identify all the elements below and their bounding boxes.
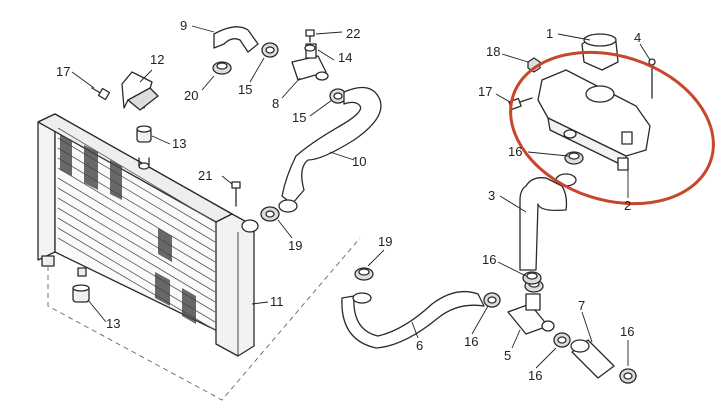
hose-9 xyxy=(213,26,259,53)
clamp-16-far-right xyxy=(619,368,637,384)
bracket-12 xyxy=(121,71,159,111)
callout-2: 2 xyxy=(624,198,631,213)
callout-10: 10 xyxy=(352,154,366,169)
callout-17-left: 17 xyxy=(56,64,70,79)
leader-lines xyxy=(71,25,651,369)
callout-11: 11 xyxy=(270,294,284,309)
grommet-2 xyxy=(617,157,629,171)
bolt-21 xyxy=(231,181,241,207)
clamp-16-vertical xyxy=(522,271,542,285)
nut-18 xyxy=(527,57,541,73)
clamp-19-left xyxy=(260,206,280,222)
callout-labels: 1 2 3 4 5 6 7 8 9 10 11 12 13 13 14 15 1… xyxy=(56,18,641,383)
callout-20: 20 xyxy=(184,88,198,103)
callout-9: 9 xyxy=(180,18,187,33)
washer-14 xyxy=(304,44,316,52)
callout-22: 22 xyxy=(346,26,360,41)
callout-19-left: 19 xyxy=(288,238,302,253)
clamp-16-lower-left xyxy=(483,292,501,308)
hose-6 xyxy=(341,290,485,349)
callout-15-top: 15 xyxy=(238,82,252,97)
callout-13-bottom: 13 xyxy=(106,316,120,331)
callout-8: 8 xyxy=(272,96,279,111)
radiator xyxy=(37,113,259,357)
tee-fitting-5 xyxy=(507,293,555,335)
callout-16-far-right: 16 xyxy=(620,324,634,339)
clamp-15-mid xyxy=(329,88,347,104)
callout-15-mid: 15 xyxy=(292,110,306,125)
clamp-16-reservoir xyxy=(564,151,584,165)
hose-10 xyxy=(278,86,382,213)
radiator-core-shading xyxy=(60,135,196,324)
callout-7: 7 xyxy=(578,298,585,313)
assembly-dashed-line xyxy=(47,237,361,401)
callout-16-vertical: 16 xyxy=(482,252,496,267)
callout-13-top: 13 xyxy=(172,136,186,151)
callout-14: 14 xyxy=(338,50,352,65)
bolt-17-left xyxy=(91,87,111,101)
callout-5: 5 xyxy=(504,348,511,363)
callout-3: 3 xyxy=(488,188,495,203)
hose-7 xyxy=(570,339,615,379)
clamp-19-right xyxy=(354,267,374,281)
callout-19-right: 19 xyxy=(378,234,392,249)
callout-1: 1 xyxy=(546,26,553,41)
callout-21: 21 xyxy=(198,168,212,183)
callout-12: 12 xyxy=(150,52,164,67)
screw-22 xyxy=(305,29,315,43)
callout-17-right: 17 xyxy=(478,84,492,99)
grommet-13-bottom xyxy=(72,284,90,303)
callout-18: 18 xyxy=(486,44,500,59)
grommet-13-top xyxy=(136,125,152,170)
reservoir-tank xyxy=(537,69,651,169)
callout-4: 4 xyxy=(634,30,641,45)
callout-16-lower-left: 16 xyxy=(464,334,478,349)
callout-6: 6 xyxy=(416,338,423,353)
clamp-20 xyxy=(212,61,232,75)
callout-16-lower-right: 16 xyxy=(528,368,542,383)
callout-16-reservoir: 16 xyxy=(508,144,522,159)
clamp-16-lower-right xyxy=(553,332,571,348)
highlight-ellipse xyxy=(509,50,715,206)
clamp-15-top xyxy=(261,42,279,58)
